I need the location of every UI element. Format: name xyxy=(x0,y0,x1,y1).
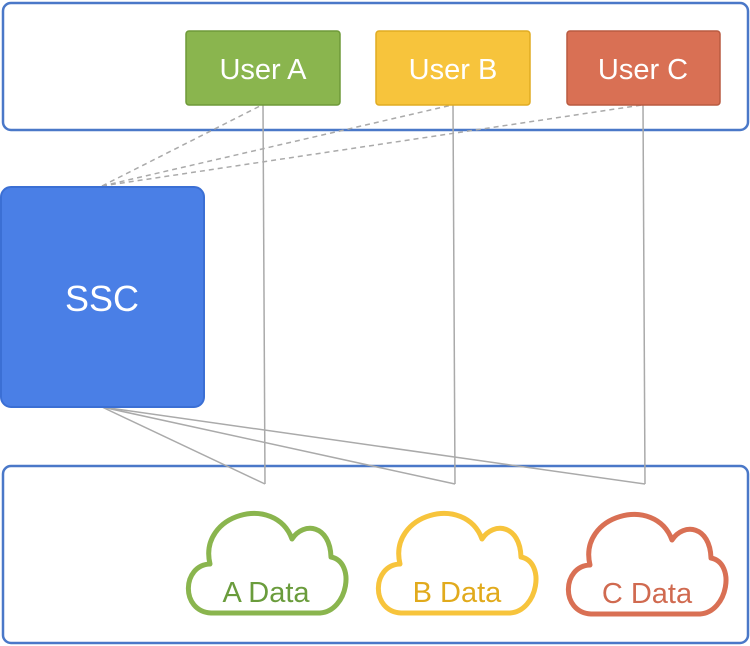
data-c-label: C Data xyxy=(602,578,693,610)
connector-ssc-data-a xyxy=(101,406,266,485)
user-c-box xyxy=(566,30,721,106)
ssc-node: SSC xyxy=(0,186,205,408)
connector-ssc-user-b xyxy=(101,104,453,187)
user-b-box xyxy=(375,30,531,106)
connector-ssc-data-c xyxy=(101,406,646,485)
user-c-label: User C xyxy=(598,54,688,86)
user-b-label: User B xyxy=(409,54,498,86)
user-node-a: User A xyxy=(185,30,341,106)
connector-ssc-user-c xyxy=(101,104,643,187)
ssc-user-connectors xyxy=(101,104,643,187)
ssc-label: SSC xyxy=(65,278,139,319)
connector-user-c-data xyxy=(642,104,646,485)
cloud-a-icon xyxy=(186,511,349,616)
connector-user-a-data xyxy=(262,104,266,485)
data-store-a: A Data xyxy=(186,511,349,616)
user-data-connectors xyxy=(262,104,646,485)
ssc-box xyxy=(0,186,205,408)
ssc-data-connectors xyxy=(101,406,646,485)
connector-user-b-data xyxy=(452,104,456,485)
cloud-b-icon xyxy=(376,511,539,616)
data-store-c: C Data xyxy=(566,512,729,617)
user-node-c: User C xyxy=(566,30,721,106)
cloud-c-icon xyxy=(566,512,729,617)
data-a-label: A Data xyxy=(222,577,310,609)
data-store-b: B Data xyxy=(376,511,539,616)
user-a-box xyxy=(185,30,341,106)
connector-ssc-data-b xyxy=(101,406,456,485)
data-b-label: B Data xyxy=(413,577,503,609)
user-node-b: User B xyxy=(375,30,531,106)
connector-ssc-user-a xyxy=(101,104,263,187)
user-a-label: User A xyxy=(219,54,307,86)
